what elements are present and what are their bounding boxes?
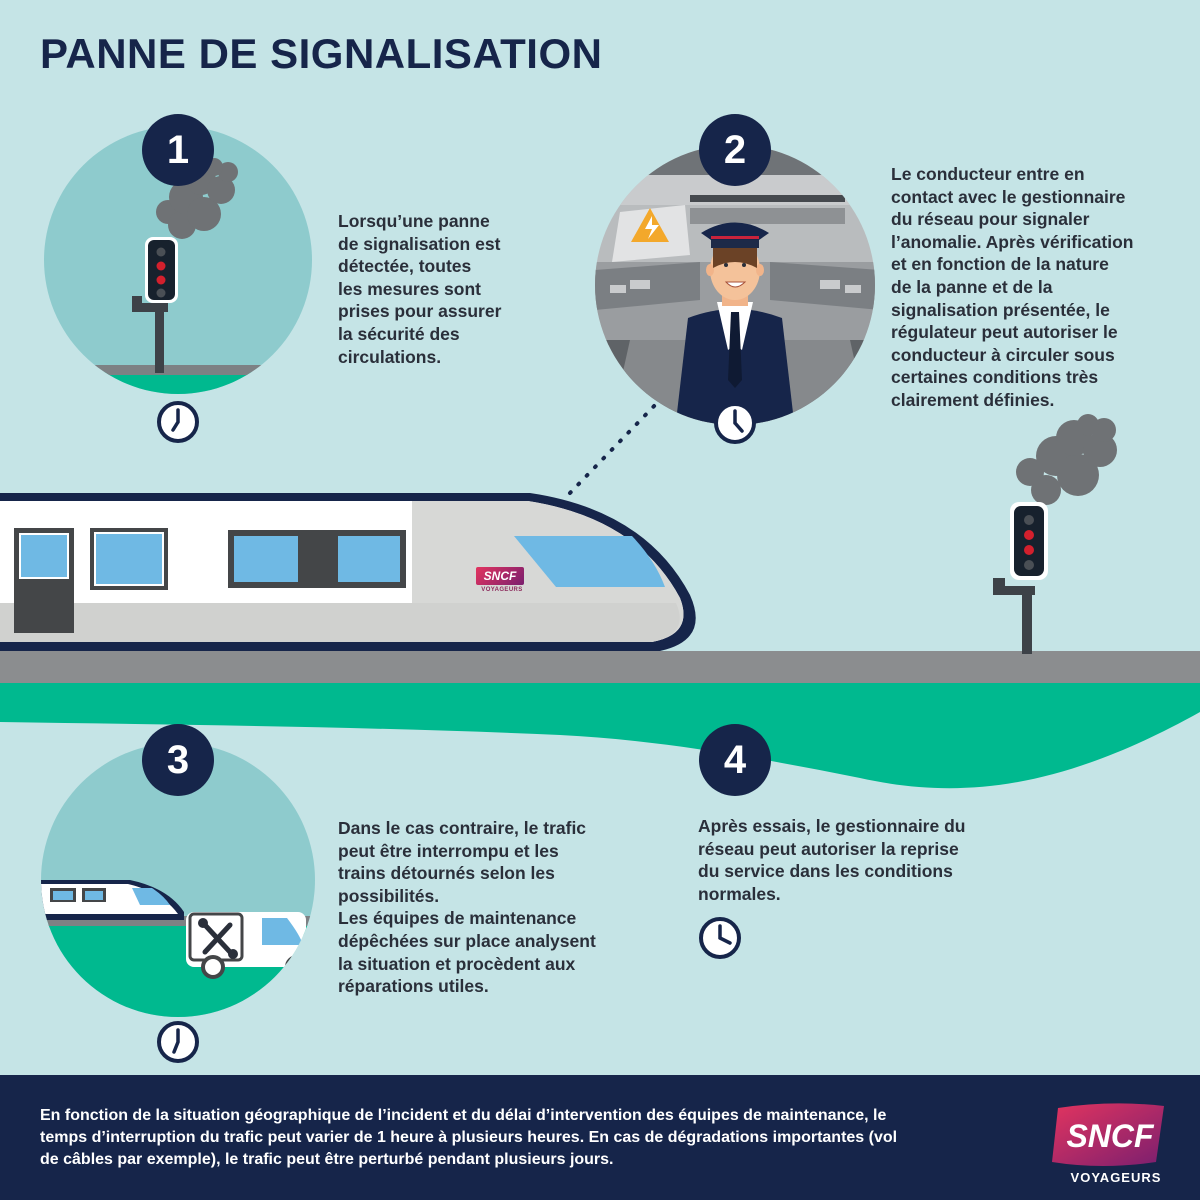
page-title: PANNE DE SIGNALISATION — [40, 30, 603, 77]
train-logo-sub: VOYAGEURS — [481, 587, 523, 593]
train-sncf-logo: SNCF VOYAGEURS — [476, 567, 528, 597]
connector-dots — [568, 401, 659, 495]
sncf-logo-mark: SNCF — [1052, 1103, 1164, 1166]
step-1-illustration — [44, 126, 312, 443]
footer-banner: En fonction de la situation géographique… — [0, 1075, 1200, 1200]
step-4-clock-icon — [699, 917, 741, 959]
step-2-number-badge: 2 — [699, 114, 771, 186]
step-1-number-badge: 1 — [142, 114, 214, 186]
sncf-logo-word: SNCF — [1066, 1118, 1155, 1154]
train-logo-word: SNCF — [476, 567, 524, 585]
step-2-illustration — [595, 145, 875, 444]
step-3-text: Dans le cas contraire, le trafic peut êt… — [338, 818, 596, 997]
main-train — [0, 493, 696, 651]
step-4-number-badge: 4 — [699, 724, 771, 796]
step-3-number-badge: 3 — [142, 724, 214, 796]
main-ground — [0, 651, 1200, 789]
sncf-logo-sub: VOYAGEURS — [1070, 1170, 1162, 1185]
step-2-text: Le conducteur entre en contact avec le g… — [891, 164, 1134, 410]
step-1-text: Lorsqu’une panne de signalisation est dé… — [338, 211, 502, 367]
smoke-cloud-1 — [156, 158, 238, 239]
footer-text: En fonction de la situation géographique… — [40, 1107, 898, 1168]
smoke-cloud-2 — [1016, 414, 1117, 505]
step-4-text: Après essais, le gestionnaire du réseau … — [698, 816, 966, 904]
signal-right — [993, 414, 1117, 654]
